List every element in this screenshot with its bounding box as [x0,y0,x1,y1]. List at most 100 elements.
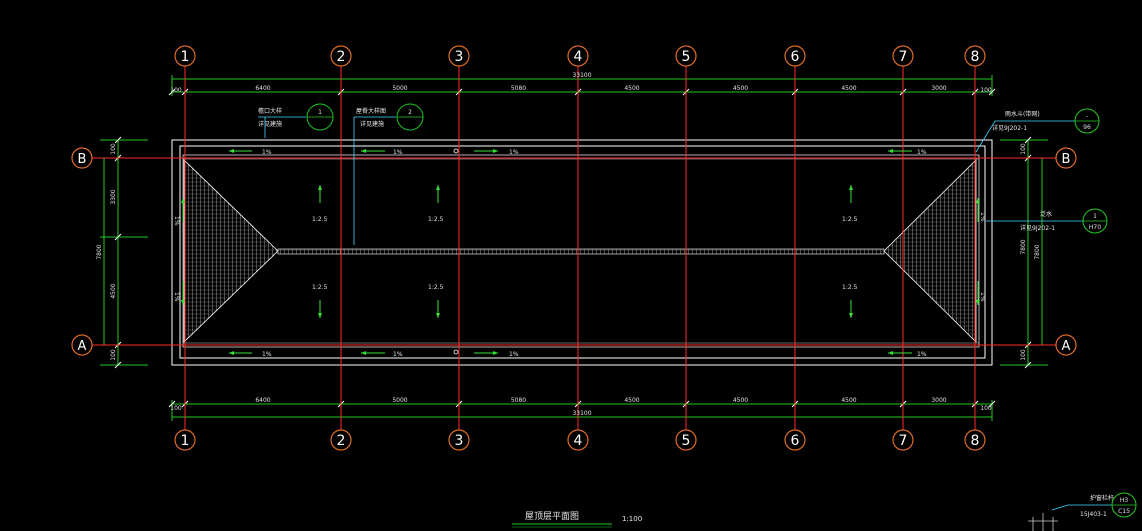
axis-bubble-label: 2 [337,49,346,65]
ridge-band [277,248,885,255]
dim-slash [114,136,122,144]
gutter-outline [182,154,980,348]
slope-arrowhead [493,149,498,153]
axis-bubble-A [71,334,93,356]
callout-ridge: 屋脊大样图 详见建施 2 [353,103,424,245]
inner-parapet-outline [179,145,986,359]
axis-bubble-label: B [78,152,87,167]
slope-arrowhead [976,300,980,305]
callout-ridge-line2: 详见建施 [360,120,384,128]
axis-bubble-label: 6 [791,49,800,65]
slope-label: 1% [979,292,986,302]
axis-bubble-1 [174,45,196,67]
dim-segment-text: 4500 [841,85,856,92]
callout-drain-line2: 详见9J202-1 [992,124,1027,132]
grid-axis-lines [92,66,1056,430]
slope-arrows [181,148,980,355]
dim-segment-text: 7800 [1020,239,1027,254]
dim-slash [114,233,122,241]
dim-slash [988,88,996,96]
slope-label: 1% [509,149,519,156]
slope-arrowhead [436,313,440,318]
dim-segment-text: 4500 [624,397,639,404]
drain-outlet-mark [453,349,459,355]
axis-bubble-6 [784,45,806,67]
dim-total-text: 33100 [572,72,591,79]
roof-slope-label: 1:2.5 [312,284,328,291]
slope-arrowhead [229,351,234,355]
axis-bubble-5 [675,45,697,67]
dim-segment-text: 4500 [624,85,639,92]
callout-ridge-line1: 屋脊大样图 [356,107,386,115]
callout-ladder-line2: 15J403-1 [1080,511,1107,518]
slope-label: 1% [917,149,927,156]
roof-slope-labels: 1:2.5 1:2.5 1:2.5 1:2.5 1:2.5 1:2.5 [312,216,858,291]
axis-bubble-label: 8 [971,433,980,449]
axis-bubble-B [1055,147,1077,169]
callout-flashing-line2: 详见9J202-1 [1020,224,1055,232]
callout-drain: 雨水斗(带网) 详见9J202-1 - 96 [975,108,1100,153]
axis-bubble-label: B [1062,152,1071,167]
dim-total-text: 33100 [572,410,591,417]
gutter-slope-labels: 1% 1% 1% 1% 1% 1% 1% 1% 1% 1% 1% 1% [173,149,986,358]
dim-segment-text: 3000 [931,85,946,92]
axis-bubble-3 [448,429,470,451]
slope-arrowhead [976,198,980,203]
dim-segment-text: 4500 [733,85,748,92]
axis-bubble-3 [448,45,470,67]
slope-arrowhead [849,185,853,190]
slope-arrowhead [181,198,185,203]
dim-edge-text: 100 [110,143,117,155]
slope-label: 1% [262,351,272,358]
callout-eave-line1: 檐口大样 [258,107,282,115]
callout-flashing-number: 1 [1093,213,1097,220]
drawing-scale: 1:100 [622,515,642,523]
dim-edge-text: 100 [1020,349,1027,361]
dim-segment-text: 4500 [841,397,856,404]
axis-bubble-8 [964,429,986,451]
axis-bubble-7 [892,45,914,67]
axis-bubble-label: 7 [899,433,908,449]
roof-outline [171,139,993,366]
drain-outlet-mark [453,148,459,154]
dim-segment-text: 5000 [392,397,407,404]
dim-edge-text: 100 [110,349,117,361]
axis-bubble-label: 3 [455,433,464,449]
roof-slope-label: 1:2.5 [842,216,858,223]
slope-label: 1% [262,149,272,156]
axis-bubble-label: 5 [682,49,691,65]
callout-eave-number: 1 [318,109,322,116]
roof-slope-label: 1:2.5 [312,216,328,223]
roof-slope-label: 1:2.5 [428,284,444,291]
callout-drain-number: - [1086,113,1088,120]
dim-segment-text: 5080 [511,397,526,404]
roof-slope-label: 1:2.5 [428,216,444,223]
slope-arrowhead [181,300,185,305]
hip-triangle-left [183,159,279,343]
slope-arrowhead [229,149,234,153]
dim-segment-text: 3300 [110,189,117,204]
slope-label: 1% [173,292,180,302]
dim-segment-text: 6400 [255,85,270,92]
axis-bubble-label: 6 [791,433,800,449]
slope-arrowhead [888,149,893,153]
callout-flashing-line1: 泛水 [1040,210,1052,218]
slope-arrowhead [888,351,893,355]
axis-bubble-4 [567,429,589,451]
dim-edge-text: 100 [170,87,182,94]
dim-slash [168,400,176,408]
axis-bubble-label: 7 [899,49,908,65]
axis-bubble-6 [784,429,806,451]
outer-parapet-outline [171,139,993,366]
dim-total-text: 7800 [96,244,103,259]
drawing-title-block: 屋顶层平面图 1:100 [512,511,642,528]
axis-bubble-label: 2 [337,433,346,449]
callout-ladder-sheet: C15 [1118,508,1130,515]
dim-slash [988,400,996,408]
dim-edge-text: 100 [1020,143,1027,155]
slope-arrowhead [361,149,366,153]
axis-bubble-label: A [78,339,87,354]
callout-flashing: 泛水 详见9J202-1 1 H70 [986,208,1108,234]
